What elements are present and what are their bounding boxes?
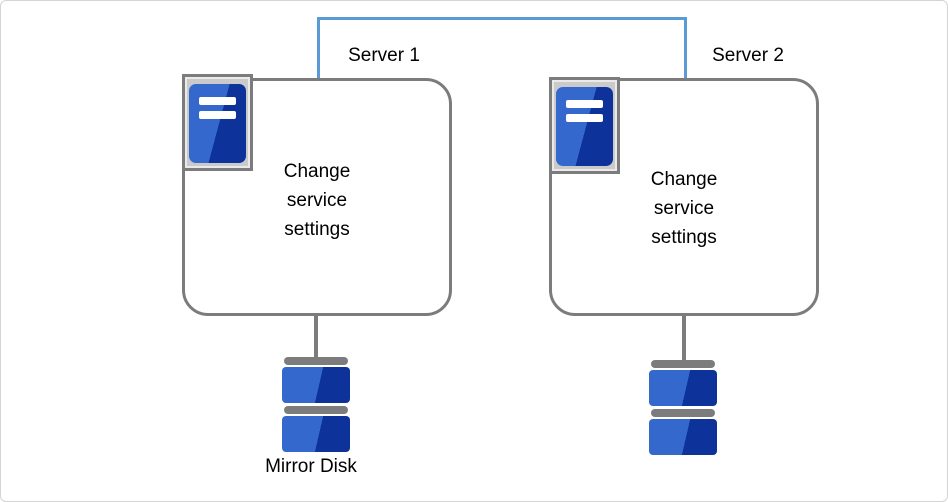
disk-platter [649, 370, 717, 406]
server-icon [549, 77, 620, 174]
server-icon-slot-bar [566, 100, 603, 108]
mirror-disk-label: Mirror Disk [265, 456, 357, 477]
server1-label: Server 1 [348, 45, 420, 66]
heartbeat-connector-line [317, 17, 687, 79]
disk-cap-bar [651, 360, 715, 368]
server2-service-text: Change service settings [549, 165, 819, 252]
server-icon-panel [556, 87, 613, 166]
disk-platter [282, 367, 350, 403]
disk-cap-bar [284, 357, 348, 365]
server1-service-text-label: Change service settings [283, 161, 351, 240]
disk-platter [649, 419, 717, 455]
server2-label: Server 2 [712, 45, 784, 66]
server2-service-text-label: Change service settings [650, 169, 718, 248]
server-icon-slot-bar [199, 111, 236, 119]
server-icon-slot-bar [199, 97, 236, 105]
disk-cap-bar [284, 406, 348, 414]
mirror-disk-icon [282, 357, 350, 452]
disk-cap-bar [651, 409, 715, 417]
disk-platter [282, 416, 350, 452]
server1-service-text: Change service settings [182, 157, 452, 244]
server-icon [182, 74, 253, 171]
server-icon-slot-bar [566, 114, 603, 122]
server-icon-panel [189, 84, 246, 163]
mirror-disk-icon [649, 360, 717, 455]
server1-disk-connector-line [314, 314, 318, 360]
server2-disk-connector-line [682, 314, 686, 363]
